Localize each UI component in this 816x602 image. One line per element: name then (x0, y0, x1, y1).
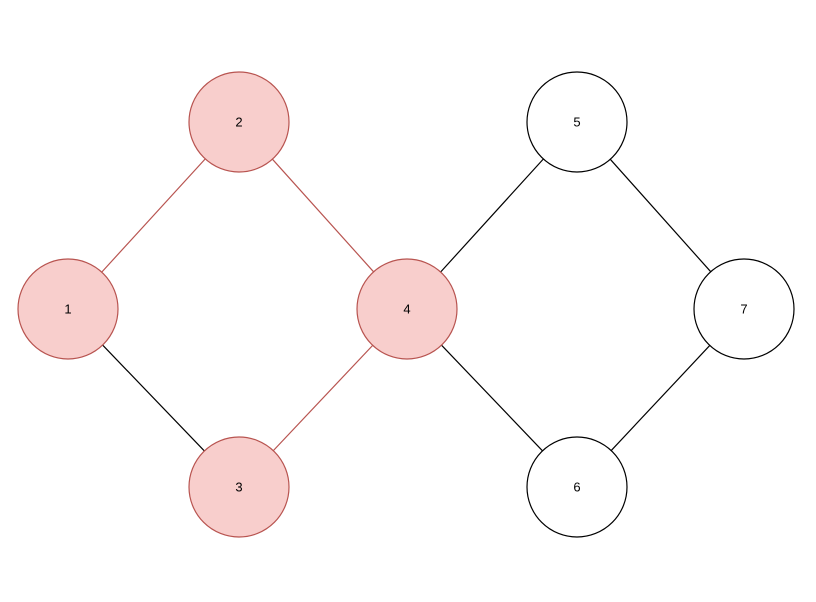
edge-4-5 (440, 158, 544, 273)
node-5-circle (526, 71, 628, 173)
edge-1-2 (101, 158, 206, 273)
edge-5-7 (609, 158, 712, 273)
node-3: 3 (188, 436, 290, 538)
edge-6-7 (610, 345, 711, 451)
node-1-circle (17, 258, 119, 360)
edge-1-3 (102, 344, 205, 452)
node-6-circle (526, 436, 628, 538)
node-6-label: 6 (573, 480, 580, 495)
node-1: 1 (17, 258, 119, 360)
node-2: 2 (188, 71, 290, 173)
edges-layer (101, 158, 712, 452)
node-7-label: 7 (740, 302, 747, 317)
nodes-layer: 1 2 3 4 5 6 7 (17, 71, 795, 538)
node-3-label: 3 (235, 480, 242, 495)
edge-2-4 (271, 158, 375, 273)
node-4: 4 (356, 258, 458, 360)
node-6: 6 (526, 436, 628, 538)
node-7: 7 (693, 258, 795, 360)
node-5: 5 (526, 71, 628, 173)
edge-3-4 (272, 344, 374, 452)
node-7-circle (693, 258, 795, 360)
node-5-label: 5 (573, 115, 580, 130)
node-4-label: 4 (403, 302, 410, 317)
node-2-label: 2 (235, 115, 242, 130)
node-4-circle (356, 258, 458, 360)
node-2-circle (188, 71, 290, 173)
node-1-label: 1 (64, 302, 71, 317)
node-3-circle (188, 436, 290, 538)
edge-4-6 (441, 344, 543, 452)
